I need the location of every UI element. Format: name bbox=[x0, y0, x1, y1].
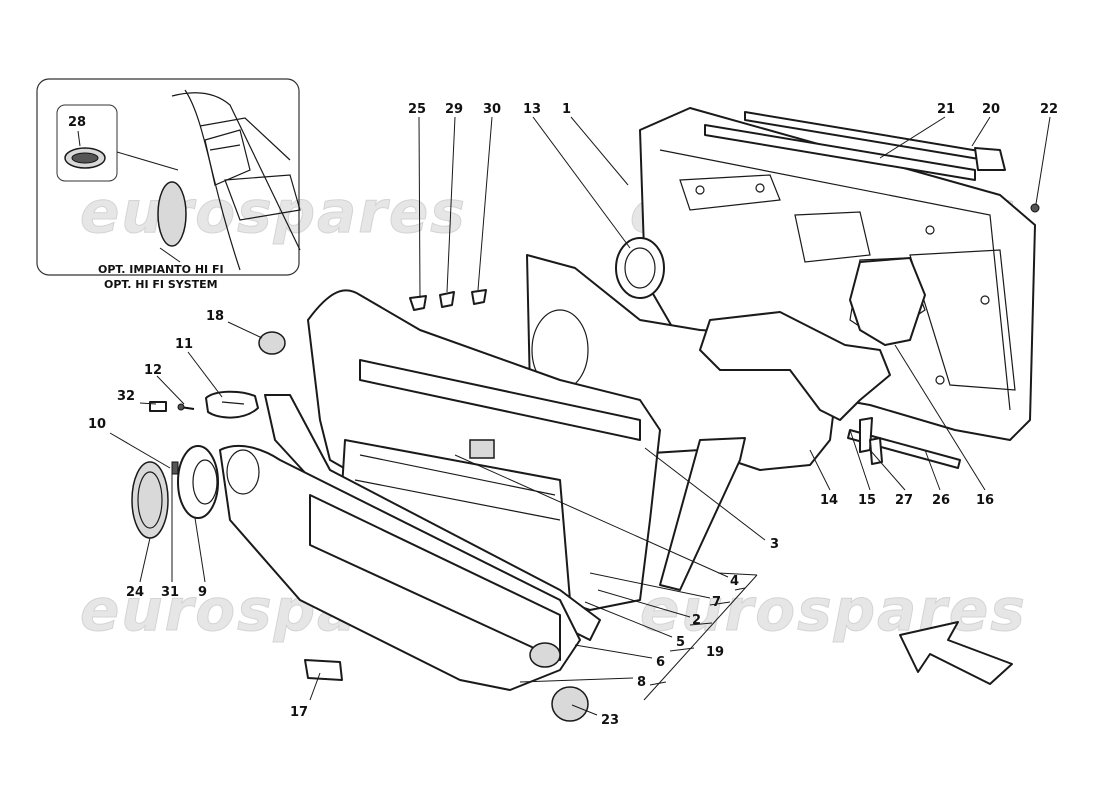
inset-speaker bbox=[157, 181, 187, 247]
clip-17 bbox=[304, 659, 343, 681]
inset-caption-it: OPT. IMPIANTO HI FI bbox=[98, 263, 224, 276]
callout-28: 28 bbox=[68, 115, 86, 130]
callout-20: 20 bbox=[982, 102, 1000, 117]
callout-22: 22 bbox=[1040, 102, 1058, 117]
callout-16: 16 bbox=[976, 493, 994, 508]
callout-2: 2 bbox=[692, 613, 701, 628]
inset-part-box bbox=[56, 104, 118, 182]
callout-10: 10 bbox=[88, 417, 106, 432]
callout-29: 29 bbox=[445, 102, 463, 117]
speaker-9 bbox=[177, 445, 219, 519]
clip-32 bbox=[149, 401, 167, 412]
clip-22 bbox=[1030, 203, 1040, 213]
callout-23: 23 bbox=[601, 713, 619, 728]
callouts: 1 2 3 4 5 6 7 8 9 10 11 12 13 14 15 16 1… bbox=[88, 102, 1058, 728]
speaker-assembly bbox=[131, 445, 219, 539]
handle-11 bbox=[205, 390, 259, 419]
armrest bbox=[219, 444, 581, 691]
callout-11: 11 bbox=[175, 337, 193, 352]
leader-lines bbox=[109, 116, 1051, 716]
callout-14: 14 bbox=[820, 493, 838, 508]
callout-13: 13 bbox=[523, 102, 541, 117]
callout-9: 9 bbox=[198, 585, 207, 600]
callout-32: 32 bbox=[117, 389, 135, 404]
callout-21: 21 bbox=[937, 102, 955, 117]
plug-18 bbox=[258, 331, 286, 355]
callout-27: 27 bbox=[895, 493, 913, 508]
callout-15: 15 bbox=[858, 493, 876, 508]
hifi-inset: 28 OPT. IMPIANTO HI FI OPT. HI FI SYSTEM bbox=[36, 78, 301, 291]
watermark-bottom-right: eurospares bbox=[640, 576, 1027, 644]
callout-6: 6 bbox=[656, 655, 665, 670]
callout-17: 17 bbox=[290, 705, 308, 720]
callout-26: 26 bbox=[932, 493, 950, 508]
callout-5: 5 bbox=[676, 635, 685, 650]
handle-parts bbox=[149, 331, 286, 419]
callout-4: 4 bbox=[730, 574, 739, 589]
callout-12: 12 bbox=[144, 363, 162, 378]
front-direction-arrow bbox=[899, 621, 1013, 685]
clip-parts bbox=[847, 417, 961, 469]
watermark-inset: eurospares bbox=[80, 178, 467, 246]
callout-3: 3 bbox=[770, 537, 779, 552]
bottom-parts bbox=[304, 659, 589, 722]
callout-7: 7 bbox=[712, 595, 721, 610]
fasteners bbox=[409, 289, 487, 311]
inset-frame bbox=[36, 78, 300, 276]
door-panel bbox=[307, 289, 661, 611]
callout-18: 18 bbox=[206, 309, 224, 324]
inset-caption-en: OPT. HI FI SYSTEM bbox=[104, 278, 218, 291]
callout-30: 30 bbox=[483, 102, 501, 117]
callout-31: 31 bbox=[161, 585, 179, 600]
callout-19: 19 bbox=[706, 645, 724, 660]
group-bracket-19 bbox=[643, 572, 758, 701]
callout-25: 25 bbox=[408, 102, 426, 117]
callout-24: 24 bbox=[126, 585, 144, 600]
speaker-ring bbox=[615, 237, 665, 299]
grille-23 bbox=[551, 686, 589, 722]
callout-1: 1 bbox=[562, 102, 571, 117]
window-seals bbox=[704, 111, 1040, 213]
callout-8: 8 bbox=[637, 675, 646, 690]
